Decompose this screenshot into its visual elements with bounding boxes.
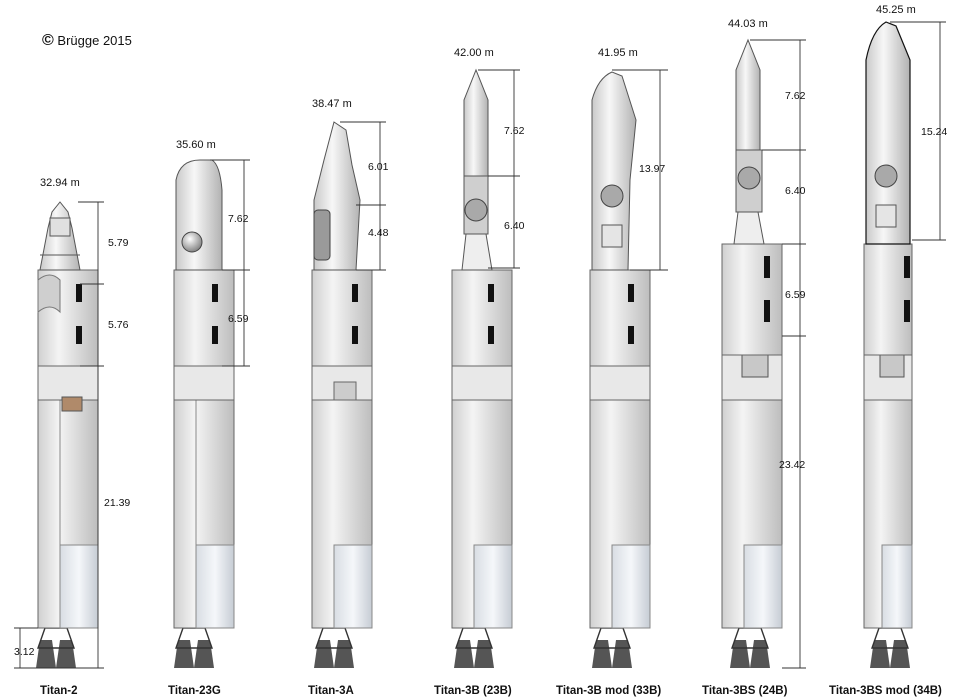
- height-label-titan-3b-mod: 41.95 m: [598, 47, 638, 59]
- overall-height-labels: 32.94 m 35.60 m 38.47 m 42.00 m 41.95 m …: [40, 4, 916, 189]
- rocket-titan-3b-23b: [451, 68, 513, 668]
- dim-label: 5.79: [108, 237, 129, 249]
- height-label-titan-2: 32.94 m: [40, 177, 80, 189]
- rocket-name-labels: Titan-2 Titan-23G Titan-3A Titan-3B (23B…: [40, 685, 942, 697]
- rocket-titan-2: [36, 201, 99, 668]
- engine-nozzles: [36, 627, 76, 668]
- dim-label: 7.62: [785, 90, 806, 102]
- dim-label: 5.76: [108, 319, 129, 331]
- height-label-titan-3a: 38.47 m: [312, 98, 352, 110]
- rocket-name-titan-2: Titan-2: [40, 685, 78, 697]
- dim-label: 7.62: [504, 125, 525, 137]
- dim-label: 6.01: [368, 161, 389, 173]
- dim-label: 6.40: [785, 185, 806, 197]
- rocket-name-titan-3bs: Titan-3BS (24B): [702, 685, 788, 697]
- dimension-labels: 5.79 5.76 21.39 3.12 7.62 6.59 6.01 4.48…: [14, 90, 947, 658]
- rocket-titan-23g: [173, 159, 235, 668]
- height-label-titan-23g: 35.60 m: [176, 139, 216, 151]
- engine-nozzles: [314, 627, 354, 668]
- dimension-lines: [14, 21, 946, 669]
- rocket-name-titan-3a: Titan-3A: [308, 685, 354, 697]
- copyright-symbol: ©: [42, 32, 54, 49]
- dim-label: 6.59: [228, 313, 249, 325]
- height-label-titan-3bs: 44.03 m: [728, 18, 768, 30]
- rocket-titan-3a: [311, 121, 373, 668]
- rocket-titan-3bs-mod-34b: [863, 21, 913, 668]
- rocket-name-titan-23g: Titan-23G: [168, 685, 221, 697]
- engine-nozzles: [592, 627, 632, 668]
- rocket-name-titan-3bs-mod: Titan-3BS mod (34B): [829, 685, 942, 697]
- dim-label: 6.40: [504, 220, 525, 232]
- dim-label: 13.97: [639, 163, 665, 175]
- height-label-titan-3b: 42.00 m: [454, 47, 494, 59]
- rocket-titan-3b-mod-33b: [589, 71, 651, 668]
- dim-label: 4.48: [368, 227, 389, 239]
- rocket-name-titan-3b-mod: Titan-3B mod (33B): [556, 685, 661, 697]
- copyright-notice: © Brügge 2015: [42, 32, 132, 50]
- dim-label: 21.39: [104, 497, 130, 509]
- dim-label: 23.42: [779, 459, 805, 471]
- dim-label: 15.24: [921, 126, 947, 138]
- engine-nozzles: [730, 627, 770, 668]
- rocket-titan-3bs-24b: [721, 38, 783, 668]
- dim-label: 7.62: [228, 213, 249, 225]
- copyright-text: Brügge 2015: [57, 33, 132, 48]
- dim-label: 6.59: [785, 289, 806, 301]
- rocket-name-titan-3b: Titan-3B (23B): [434, 685, 512, 697]
- dim-label: 3.12: [14, 646, 35, 658]
- engine-nozzles: [454, 627, 494, 668]
- engine-nozzles: [870, 627, 910, 668]
- height-label-titan-3bs-mod: 45.25 m: [876, 4, 916, 16]
- engine-nozzles: [174, 627, 214, 668]
